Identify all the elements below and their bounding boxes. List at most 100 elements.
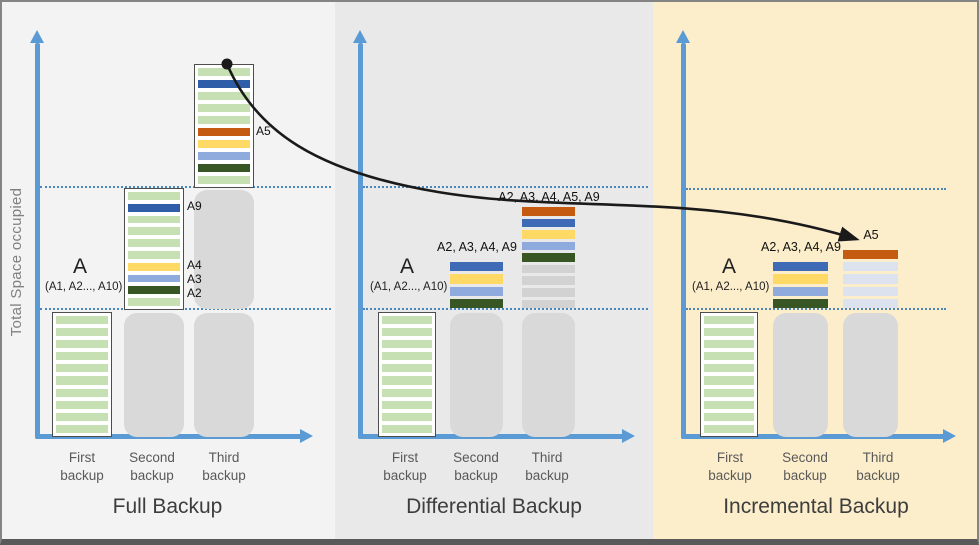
light-blue-stripe — [198, 152, 250, 160]
first-backup-data-label: A (A1, A2..., A10) — [692, 255, 770, 294]
light-blue-stripe — [450, 286, 503, 296]
pale-stripe-stripe — [843, 262, 898, 272]
green-stripe — [704, 364, 754, 373]
yellow-stripe — [128, 262, 180, 271]
green-stripe — [704, 424, 754, 433]
panel-title-incremental: Incremental Backup — [723, 495, 909, 518]
gray-stripe-stripe — [522, 299, 575, 309]
panel-incremental-backup: A (A1, A2..., A10) A2, A3, A4, A9 A5 Fir… — [653, 0, 979, 539]
stripe-label-a3: A3 — [187, 272, 202, 286]
green-stripe — [704, 340, 754, 349]
dataset-letter: A — [721, 255, 736, 278]
dataset-blocks: (A1, A2..., A10) — [370, 281, 448, 294]
yellow-stripe — [450, 274, 503, 284]
green-stripe — [704, 352, 754, 361]
green-stripe — [128, 239, 180, 247]
full-first-backup-bar — [52, 312, 112, 437]
incr-third-stack-label: A5 — [863, 228, 879, 242]
green-stripe — [198, 68, 250, 76]
green-stripe — [382, 316, 432, 325]
stripe-label-a2: A2 — [187, 286, 202, 300]
green-stripe — [128, 298, 180, 306]
green-stripe — [198, 104, 250, 112]
green-stripe — [56, 400, 108, 409]
green-stripe — [704, 412, 754, 421]
green-stripe — [56, 328, 108, 337]
first-backup-data-label: A (A1, A2..., A10) — [45, 255, 123, 294]
green-stripe — [56, 388, 108, 397]
dataset-letter: A — [72, 255, 87, 278]
y-axis-arrow-icon — [676, 30, 690, 43]
x-axis-arrow-icon — [300, 429, 313, 443]
panel-title-differential: Differential Backup — [406, 495, 582, 518]
green-stripe — [128, 215, 180, 224]
green-stripe — [56, 352, 108, 361]
incr-second-changed-blocks — [773, 262, 828, 308]
tick-second-backup: Second backup — [453, 450, 499, 483]
light-blue-stripe — [773, 286, 828, 296]
y-axis-arrow-icon — [353, 30, 367, 43]
green-stripe — [56, 340, 108, 349]
light-blue-stripe — [128, 274, 180, 283]
stripe-label-a5: A5 — [256, 124, 271, 138]
yellow-stripe — [773, 274, 828, 284]
green-stripe — [382, 400, 432, 409]
dataset-blocks: (A1, A2..., A10) — [45, 281, 123, 294]
green-stripe — [198, 176, 250, 184]
incr-third-base-space — [843, 313, 898, 437]
green-stripe — [382, 412, 432, 421]
green-stripe — [382, 352, 432, 361]
blue-stripe — [450, 262, 503, 272]
stripe-label-a4: A4 — [187, 258, 202, 272]
diff-second-changed-blocks — [450, 262, 503, 308]
full-second-previous-space — [124, 313, 184, 437]
reference-line-upper — [686, 188, 946, 190]
diff-second-base-space — [450, 313, 503, 437]
y-axis — [35, 43, 40, 439]
diff-third-stack-label: A2, A3, A4, A5, A9 — [498, 190, 600, 204]
dark-green-stripe — [128, 286, 180, 295]
y-axis-arrow-icon — [30, 30, 44, 43]
y-axis — [358, 43, 363, 439]
dark-green-stripe — [198, 164, 250, 172]
blue-dark-stripe — [198, 80, 250, 88]
blue-stripe — [773, 262, 828, 272]
yellow-stripe — [198, 140, 250, 148]
full-second-backup-bar — [124, 188, 184, 310]
dataset-blocks: (A1, A2..., A10) — [692, 281, 770, 294]
full-third-previous-space-1 — [194, 190, 254, 309]
blue-dark-stripe — [128, 203, 180, 212]
dark-green-stripe — [522, 253, 575, 262]
tick-first-backup: First backup — [383, 450, 427, 483]
orange-stripe — [198, 128, 250, 136]
panel-full-backup: Total Space occupied A (A1, A2..., A10) … — [0, 0, 335, 539]
green-stripe — [704, 328, 754, 337]
yellow-stripe — [522, 230, 575, 239]
reference-line-lower — [686, 308, 946, 310]
tick-second-backup: Second backup — [782, 450, 828, 483]
x-axis-arrow-icon — [622, 429, 635, 443]
light-blue-stripe — [522, 241, 575, 251]
green-stripe — [128, 250, 180, 259]
green-stripe — [382, 376, 432, 385]
dark-green-stripe — [773, 298, 828, 308]
green-stripe — [704, 400, 754, 409]
diff-second-stack-label: A2, A3, A4, A9 — [437, 240, 517, 254]
green-stripe — [56, 376, 108, 385]
full-third-previous-space-2 — [194, 313, 254, 437]
green-stripe — [198, 116, 250, 124]
green-stripe — [56, 316, 108, 325]
x-axis-arrow-icon — [943, 429, 956, 443]
incr-second-stack-label: A2, A3, A4, A9 — [761, 240, 841, 254]
pale-stripe-stripe — [843, 286, 898, 296]
diff-first-backup-bar — [378, 312, 436, 437]
tick-third-backup: Third backup — [525, 450, 569, 483]
green-stripe — [56, 364, 108, 373]
dark-green-stripe — [450, 298, 503, 308]
y-axis — [681, 43, 686, 439]
panel-differential-backup: A (A1, A2..., A10) A2, A3, A4, A9 A2, A3… — [335, 0, 653, 539]
tick-third-backup: Third backup — [856, 450, 900, 483]
green-stripe — [128, 192, 180, 200]
green-stripe — [382, 388, 432, 397]
